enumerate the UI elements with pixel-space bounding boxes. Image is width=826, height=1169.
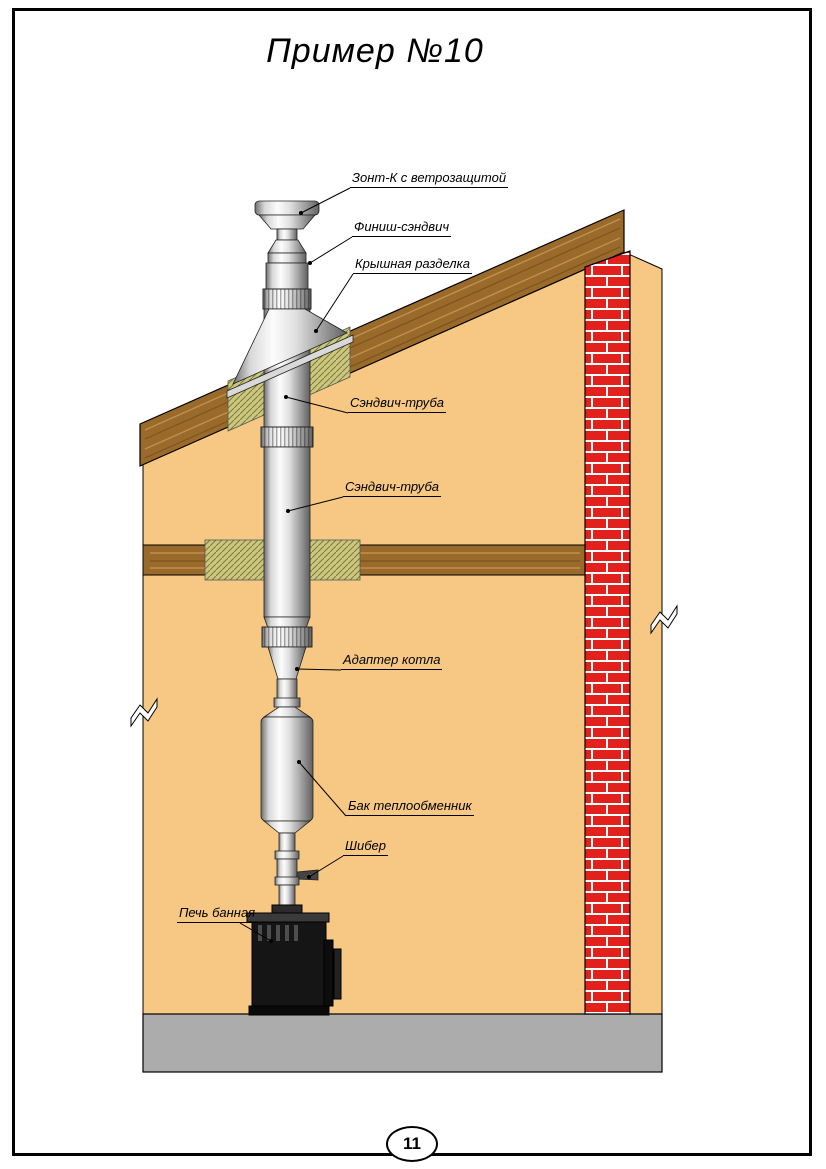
damper-body (276, 858, 298, 879)
sandwich-pipe-lower (263, 446, 311, 618)
roof-flashing-plate (226, 334, 354, 399)
label-finish-sandwich: Финиш-сэндвич (352, 219, 452, 237)
page-number: 11 (403, 1134, 421, 1153)
damper-handle (296, 869, 319, 881)
label-heat-exchanger: Бак теплообменник (346, 798, 474, 816)
label-roof-flashing: Крышная разделка (353, 256, 472, 274)
stove-side-flange (323, 939, 334, 1007)
label-damper: Шибер (343, 838, 388, 856)
break-mark-right (650, 604, 678, 635)
finish-sandwich-collar (267, 252, 307, 264)
label-umbrella-cap: Зонт-К с ветрозащитой (350, 170, 509, 188)
stove-base (248, 1005, 330, 1016)
house-wall (142, 251, 663, 1015)
finish-sandwich-flare (267, 239, 307, 254)
damper-band-bottom (274, 876, 300, 886)
umbrella-skirt (258, 214, 316, 230)
label-sandwich-upper: Сэндвич-труба (348, 395, 447, 413)
page-number-badge: 11 (386, 1126, 438, 1162)
leader-lines (239, 187, 354, 943)
chimney-assembly (226, 200, 354, 916)
label-sandwich-lower: Сэндвич-труба (343, 479, 442, 497)
finish-sandwich-pipe (265, 262, 309, 290)
sauna-stove (246, 904, 342, 1016)
damper-band-top (274, 850, 300, 860)
cap-neck (276, 228, 298, 241)
label-boiler-adapter: Адаптер котла (341, 652, 443, 670)
break-mark-left (130, 697, 158, 728)
label-sauna-stove: Печь банная (177, 905, 258, 923)
brick-column (584, 250, 631, 1015)
drawing-title: Пример №10 (266, 32, 484, 70)
foundation (142, 1013, 663, 1073)
umbrella-cap (254, 200, 320, 216)
